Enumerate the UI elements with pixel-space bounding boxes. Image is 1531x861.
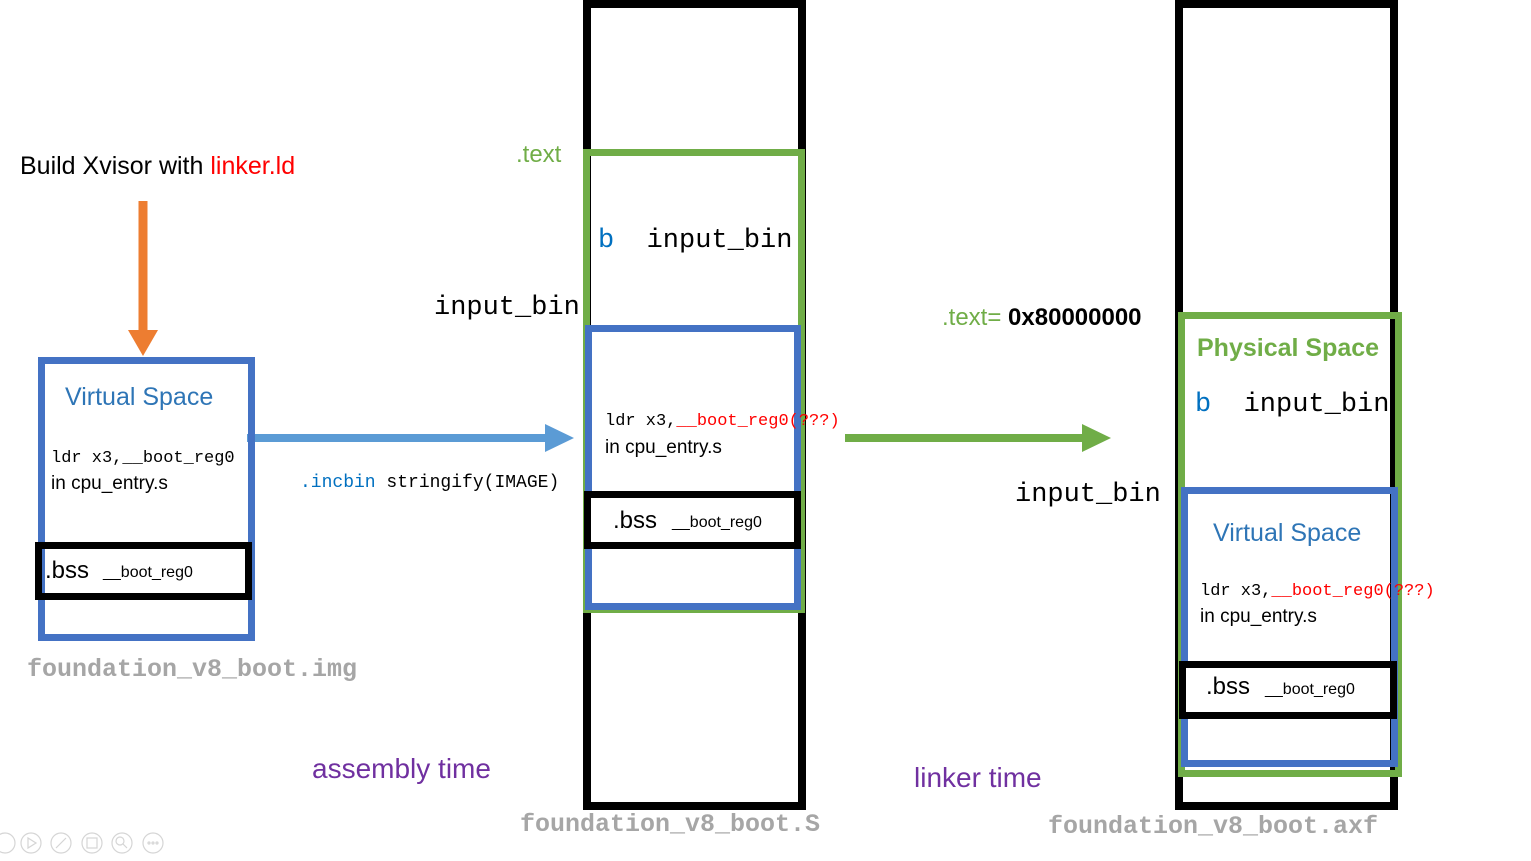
axf-ldr-instruction: ldr x3,__boot_reg0(???) xyxy=(1200,582,1435,601)
img-virtual-space-label: Virtual Space xyxy=(65,383,214,411)
asm-input-bin-label: input_bin xyxy=(434,293,580,323)
img-bss-box xyxy=(35,542,252,600)
axf-b-target: input_bin xyxy=(1243,390,1390,420)
axf-bss-symbol: __boot_reg0 xyxy=(1265,681,1355,698)
pen-icon xyxy=(50,832,72,854)
incbin-argument: stringify(IMAGE) xyxy=(375,473,560,493)
asm-ldr-instruction: ldr x3,__boot_reg0(???) xyxy=(605,412,840,431)
asm-bss-symbol: __boot_reg0 xyxy=(672,514,762,531)
next-slide-icon xyxy=(20,832,42,854)
incbin-keyword: .incbin xyxy=(300,473,376,493)
linker-time-label: linker time xyxy=(914,762,1042,793)
asm-in-cpu-entry: in cpu_entry.s xyxy=(605,437,722,458)
axf-filename: foundation_v8_boot.axf xyxy=(1048,812,1379,841)
asm-column-top-edge xyxy=(583,0,806,8)
prev-slide-icon xyxy=(0,832,16,854)
orange-down-arrow xyxy=(128,201,158,356)
axf-input-bin-label: input_bin xyxy=(1015,480,1161,510)
build-caption: Build Xvisor with linker.ld xyxy=(20,152,295,181)
axf-column-top-edge xyxy=(1175,0,1398,8)
img-virtual-space-box xyxy=(38,357,255,641)
slides-grid-icon xyxy=(81,832,103,854)
asm-filename: foundation_v8_boot.S xyxy=(520,810,821,839)
asm-b-keyword: b xyxy=(598,226,615,256)
incbin-directive: .incbin stringify(IMAGE) xyxy=(300,473,559,493)
slideshow-controls xyxy=(0,830,170,856)
img-filename: foundation_v8_boot.img xyxy=(27,655,358,684)
axf-bss-box xyxy=(1179,661,1397,719)
axf-bss-label: .bss xyxy=(1206,673,1251,700)
more-options-icon xyxy=(142,832,164,854)
axf-text-eq: .text= xyxy=(942,304,1002,331)
axf-in-cpu-entry: in cpu_entry.s xyxy=(1200,606,1317,627)
asm-image-box xyxy=(585,325,801,610)
axf-ldr-symbol: __boot_reg0(???) xyxy=(1271,582,1435,601)
green-right-arrow xyxy=(845,424,1111,452)
img-ldr-instruction: ldr x3,__boot_reg0 xyxy=(51,449,235,468)
axf-load-address: 0x80000000 xyxy=(1008,304,1142,331)
img-bss-label: .bss xyxy=(45,557,90,584)
asm-bss-label: .bss xyxy=(613,507,658,534)
axf-text-address: .text= 0x80000000 xyxy=(942,304,1142,332)
img-bss-symbol: __boot_reg0 xyxy=(103,564,193,581)
build-prefix: Build Xvisor with xyxy=(20,152,211,180)
play-icon xyxy=(27,836,38,850)
axf-ldr-prefix: ldr x3, xyxy=(1200,582,1272,601)
asm-text-label: .text xyxy=(516,141,562,168)
axf-virtual-space-box xyxy=(1181,487,1398,767)
asm-ldr-prefix: ldr x3, xyxy=(605,412,677,431)
asm-b-target: input_bin xyxy=(646,226,793,256)
assembly-time-label: assembly time xyxy=(312,753,491,784)
asm-bss-box xyxy=(584,491,801,549)
zoom-icon xyxy=(111,832,133,854)
linker-file-name: linker.ld xyxy=(210,152,296,180)
blue-right-arrow xyxy=(247,424,574,452)
axf-physical-space-label: Physical Space xyxy=(1197,334,1380,362)
asm-ldr-symbol: __boot_reg0(???) xyxy=(676,412,840,431)
asm-branch-instruction: b input_bin xyxy=(598,226,792,256)
axf-virtual-space-label: Virtual Space xyxy=(1213,519,1362,547)
img-in-cpu-entry: in cpu_entry.s xyxy=(51,473,168,494)
axf-branch-instruction: b input_bin xyxy=(1195,390,1389,420)
axf-b-keyword: b xyxy=(1195,390,1212,420)
